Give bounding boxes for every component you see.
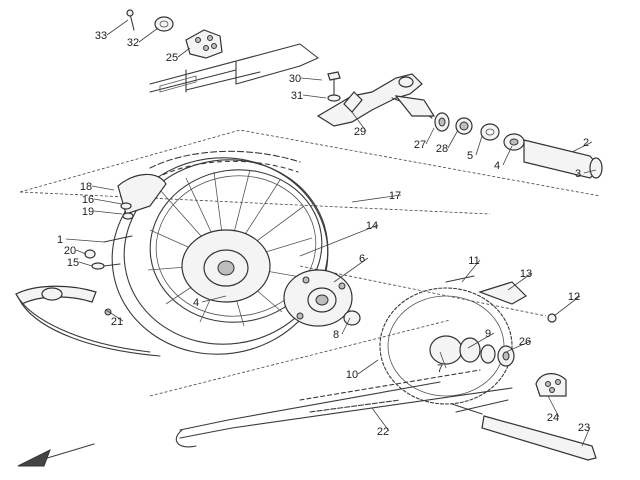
callout-leader-32 (138, 27, 159, 43)
callout-label-17: 17 (389, 190, 401, 202)
callout-leader-12 (553, 295, 581, 317)
callout-label-32: 32 (127, 37, 139, 49)
callout-label-11: 11 (468, 255, 479, 267)
callout-leader-28 (447, 129, 459, 149)
callout-label-21: 21 (111, 316, 123, 328)
callout-leader-15 (78, 261, 93, 267)
callout-label-12: 12 (568, 291, 580, 303)
callout-label-9: 9 (485, 328, 491, 340)
callout-label-14: 14 (366, 220, 378, 232)
chain-adjuster-24 (535, 373, 567, 397)
front-direction-arrow (17, 443, 95, 467)
callout-leader-1 (65, 238, 105, 243)
callout-leader-9 (467, 332, 495, 349)
callout-label-20: 20 (64, 245, 76, 257)
callout-label-33: 33 (95, 30, 107, 42)
callout-label-4: 4 (193, 297, 199, 309)
callout-leader-17 (351, 194, 402, 203)
callout-label-25: 25 (166, 52, 178, 64)
collar-32 (154, 16, 174, 32)
callout-label-8: 8 (333, 329, 339, 341)
bolt-30 (327, 71, 341, 102)
callout-leader-4 (502, 145, 513, 166)
callout-leader-8 (341, 317, 351, 335)
callout-leader-31 (302, 94, 327, 99)
callout-leader-22 (371, 407, 390, 432)
callout-leader-24 (547, 395, 560, 418)
callout-label-2: 2 (583, 137, 589, 149)
callout-leader-14 (299, 224, 379, 257)
callout-leader-13 (507, 272, 533, 291)
callout-leader-21 (105, 309, 124, 322)
callout-label-18: 18 (80, 181, 92, 193)
callout-leader-27 (425, 127, 435, 145)
rear-wheel (111, 150, 329, 355)
rear-axle-23 (451, 399, 597, 461)
chain-case-parts (445, 275, 557, 323)
drive-chain-22 (175, 369, 513, 448)
circlip-28 (455, 117, 473, 135)
callout-label-16: 16 (82, 194, 94, 206)
callout-leader-19 (93, 210, 123, 215)
chain-adjuster-bracket (316, 73, 436, 127)
callout-leader-30 (300, 77, 323, 81)
callout-label-5: 5 (467, 150, 473, 162)
callout-leader-18 (91, 185, 115, 191)
callout-label-7: 7 (437, 363, 443, 375)
callout-leader-6 (333, 257, 369, 283)
callout-label-27: 27 (414, 139, 426, 151)
collar-8 (343, 310, 361, 326)
small-bolt-33 (126, 9, 135, 31)
callout-label-19: 19 (82, 206, 94, 218)
sprocket-bolts-7-9 (459, 337, 515, 367)
callout-label-24: 24 (547, 412, 559, 424)
callout-label-30: 30 (289, 73, 301, 85)
callout-leader-4 (201, 295, 227, 303)
callout-label-13: 13 (520, 268, 532, 280)
callout-label-10: 10 (346, 369, 358, 381)
sprocket-hub-6 (283, 269, 353, 327)
callout-leader-3 (583, 169, 597, 174)
callout-leader-7 (439, 351, 447, 369)
callout-label-6: 6 (359, 253, 365, 265)
callout-leader-2 (571, 141, 593, 153)
callout-leader-33 (106, 19, 129, 36)
callout-label-4: 4 (494, 160, 500, 172)
callout-leader-16 (93, 198, 123, 205)
adjuster-plate-25 (185, 29, 223, 59)
callout-leader-11 (461, 259, 481, 283)
axle-guide-lines (19, 129, 601, 397)
callout-label-3: 3 (575, 168, 581, 180)
callout-leader-25 (177, 47, 191, 58)
callout-leader-26 (505, 340, 532, 353)
callout-label-22: 22 (377, 426, 389, 438)
callout-label-28: 28 (436, 143, 448, 155)
callout-label-1: 1 (57, 234, 63, 246)
callout-leader-5 (475, 135, 483, 156)
callout-label-31: 31 (291, 90, 303, 102)
callout-leader-10 (357, 359, 379, 375)
oil-seal-5 (480, 123, 500, 141)
callout-label-29: 29 (354, 126, 366, 138)
brake-shoe-21 (15, 285, 161, 357)
collar-27 (434, 112, 450, 132)
swingarm-frame (149, 43, 319, 93)
callout-label-15: 15 (67, 257, 79, 269)
callout-label-26: 26 (519, 336, 531, 348)
axle-spacer-2 (523, 139, 603, 179)
callout-label-23: 23 (578, 422, 590, 434)
callout-leader-29 (351, 111, 367, 132)
bearing-4 (503, 133, 525, 151)
callout-leader-20 (75, 249, 87, 255)
callout-leader-23 (581, 426, 591, 447)
